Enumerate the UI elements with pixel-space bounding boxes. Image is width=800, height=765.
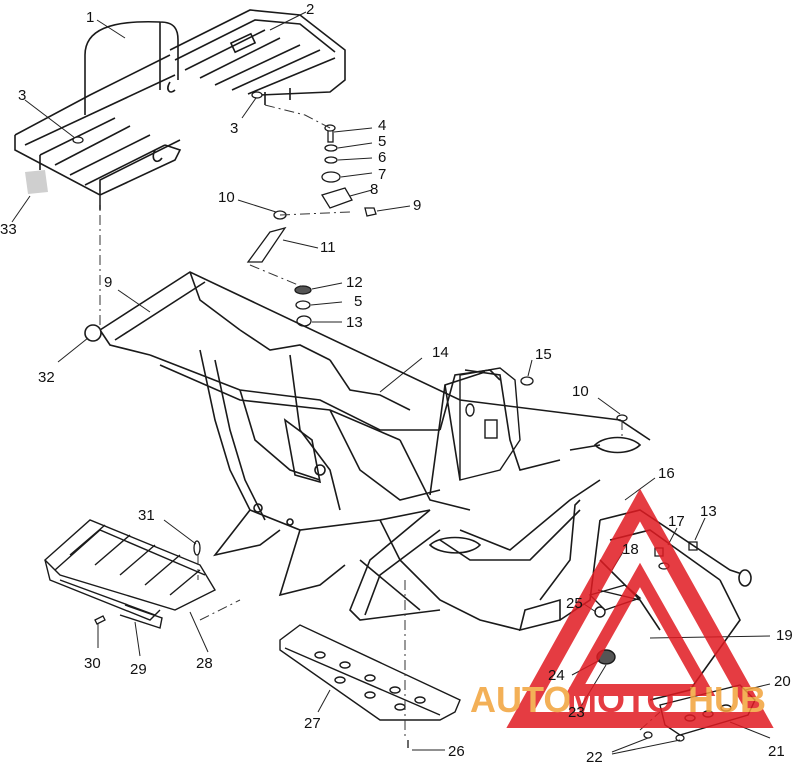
watermark-text-hub: HUB: [688, 679, 766, 720]
watermark-text-moto: MOTO: [567, 679, 674, 720]
callout-17: 17: [668, 513, 685, 530]
callout-33: 33: [0, 221, 17, 238]
frame-gusset-plate: [459, 367, 521, 481]
callout-8: 8: [370, 181, 378, 198]
callout-1: 1: [86, 9, 94, 26]
callout-23: 23: [568, 704, 585, 721]
callout-5: 5: [378, 133, 386, 150]
callout-18: 18: [622, 541, 639, 558]
callout-11: 11: [320, 239, 336, 256]
callout-28: 28: [196, 655, 213, 672]
skid-plate: [279, 624, 461, 721]
hardware-parts: [72, 91, 698, 748]
callout-29: 29: [130, 661, 147, 678]
callout-14: 14: [432, 344, 449, 361]
automotohub-watermark: AUTO MOTO HUB: [470, 488, 774, 728]
callout-9: 9: [413, 197, 421, 214]
callout-7: 7: [378, 166, 386, 183]
callout-20: 20: [774, 673, 791, 690]
callout-5: 5: [354, 293, 362, 310]
callout-21: 21: [768, 743, 785, 760]
callout-30: 30: [84, 655, 101, 672]
footrest-assembly: [43, 519, 216, 629]
callout-26: 26: [448, 743, 465, 760]
main-frame: [84, 271, 752, 701]
watermark-triangle-inner: [564, 562, 716, 696]
reflector-33: [25, 170, 48, 194]
callout-19: 19: [776, 627, 793, 644]
callout-15: 15: [535, 346, 552, 363]
callout-4: 4: [378, 117, 386, 134]
callout-31: 31: [138, 507, 155, 524]
leader-lines: [11, 11, 771, 755]
callout-32: 32: [38, 369, 55, 386]
callout-12: 12: [346, 274, 363, 291]
callout-3: 3: [230, 120, 238, 137]
watermark-text-auto: AUTO: [470, 679, 571, 720]
callout-16: 16: [658, 465, 675, 482]
callout-10: 10: [572, 383, 589, 400]
watermark-triangle-outer: [506, 488, 774, 728]
callout-27: 27: [304, 715, 321, 732]
callout-9: 9: [104, 274, 112, 291]
callout-25: 25: [566, 595, 583, 612]
callout-24: 24: [548, 667, 565, 684]
callout-2: 2: [306, 1, 314, 18]
callout-10: 10: [218, 189, 235, 206]
callout-3: 3: [18, 87, 26, 104]
rear-rack: [14, 9, 346, 210]
assembly-guide-lines: [99, 104, 661, 740]
callout-22: 22: [586, 749, 603, 765]
callout-13: 13: [346, 314, 363, 331]
callout-13: 13: [700, 503, 717, 520]
callout-6: 6: [378, 149, 386, 166]
